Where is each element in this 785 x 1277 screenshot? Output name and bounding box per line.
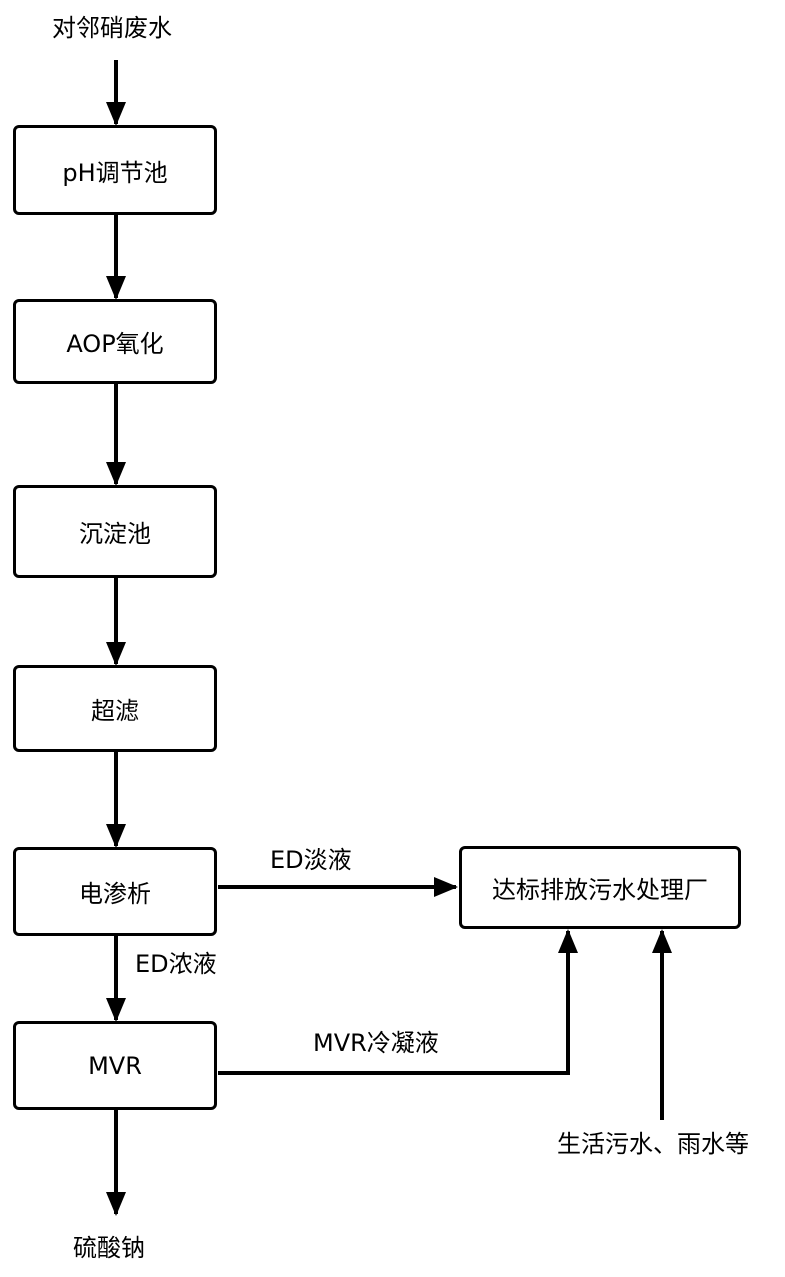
electrodialysis-label: 电渗析 bbox=[79, 880, 151, 908]
ph-adjust-box: pH调节池 bbox=[13, 125, 217, 215]
sedimentation-label: 沉淀池 bbox=[79, 520, 151, 548]
mvr-condensate-label: MVR冷凝液 bbox=[313, 1029, 439, 1057]
ph-adjust-label: pH调节池 bbox=[62, 158, 168, 187]
mvr-label: MVR bbox=[88, 1051, 142, 1080]
aop-label: AOP氧化 bbox=[66, 330, 164, 358]
ultrafiltration-box: 超滤 bbox=[13, 665, 217, 752]
aop-box: AOP氧化 bbox=[13, 299, 217, 384]
ed-concentrate-label: ED浓液 bbox=[135, 950, 217, 978]
ed-dilute-label: ED淡液 bbox=[270, 846, 352, 874]
arrow-mvr-to-plant bbox=[218, 929, 578, 1075]
mvr-box: MVR bbox=[13, 1021, 217, 1110]
product-label: 硫酸钠 bbox=[73, 1234, 145, 1262]
treatment-plant-label: 达标排放污水处理厂 bbox=[492, 876, 708, 904]
electrodialysis-box: 电渗析 bbox=[13, 847, 217, 936]
sedimentation-box: 沉淀池 bbox=[13, 485, 217, 578]
input-label: 对邻硝废水 bbox=[52, 14, 172, 42]
domestic-input-label: 生活污水、雨水等 bbox=[557, 1130, 749, 1158]
ultrafiltration-label: 超滤 bbox=[91, 697, 139, 725]
treatment-plant-box: 达标排放污水处理厂 bbox=[459, 846, 741, 929]
